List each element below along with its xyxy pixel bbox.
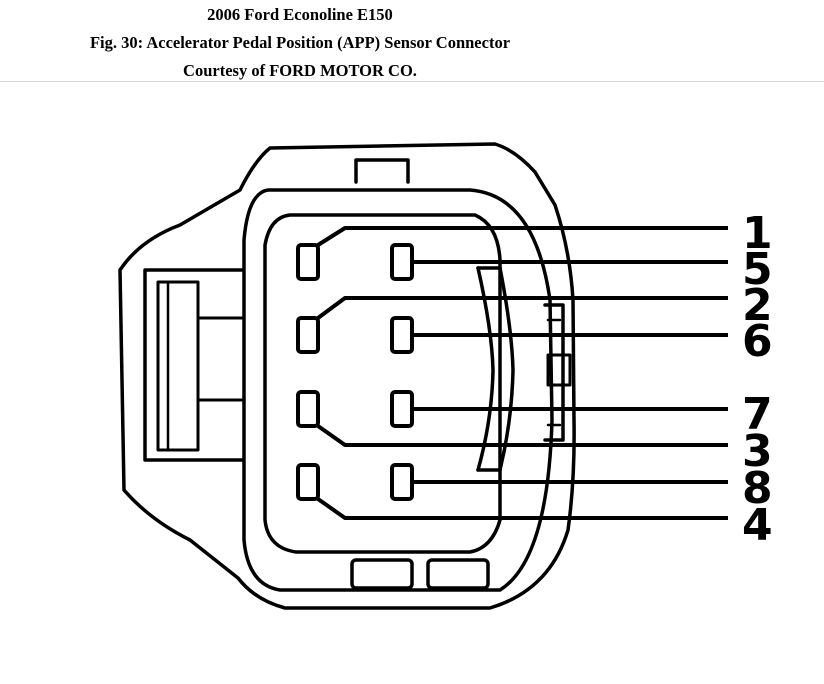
pin-cavity-frame: [263, 213, 502, 554]
figure-caption: Fig. 30: Accelerator Pedal Position (APP…: [89, 33, 511, 52]
figure-header: 2006 Ford Econoline E150 Fig. 30: Accele…: [0, 0, 824, 82]
pin-label-1: 1: [742, 208, 773, 259]
figure-credit: Courtesy of FORD MOTOR CO.: [183, 61, 417, 80]
terminal-8: [296, 463, 320, 501]
side-latch: [543, 303, 565, 442]
terminal-2: [296, 316, 320, 354]
terminal-7: [296, 390, 320, 428]
terminal-6: [390, 316, 414, 354]
terminal-5: [390, 243, 414, 281]
leader-pin-3: [316, 424, 728, 447]
terminal-4: [390, 463, 414, 501]
left-lock-outer: [143, 268, 244, 462]
pin-label-4: 4: [742, 500, 773, 551]
bottom-tab-right: [426, 558, 490, 590]
left-lock-inner: [156, 280, 200, 452]
terminal-1: [296, 243, 320, 281]
seal-channel-right: [498, 266, 515, 472]
pin-label-3: 3: [742, 426, 773, 477]
connector-outer-housing: [118, 142, 576, 610]
pin-label-8: 8: [742, 463, 773, 514]
pin-label-7: 7: [742, 389, 773, 440]
top-latch-tab: [354, 158, 410, 184]
leader-pin-4: [316, 497, 728, 520]
terminal-3: [390, 390, 414, 428]
pin-label-2: 2: [742, 280, 773, 331]
vehicle-title: 2006 Ford Econoline E150: [207, 5, 393, 24]
leader-pin-1: [316, 226, 728, 247]
bottom-tab-left: [350, 558, 414, 590]
pin-label-5: 5: [742, 244, 773, 295]
seal-channel-left: [476, 266, 495, 472]
leader-pin-2: [316, 296, 728, 320]
pin-label-6: 6: [742, 316, 773, 367]
